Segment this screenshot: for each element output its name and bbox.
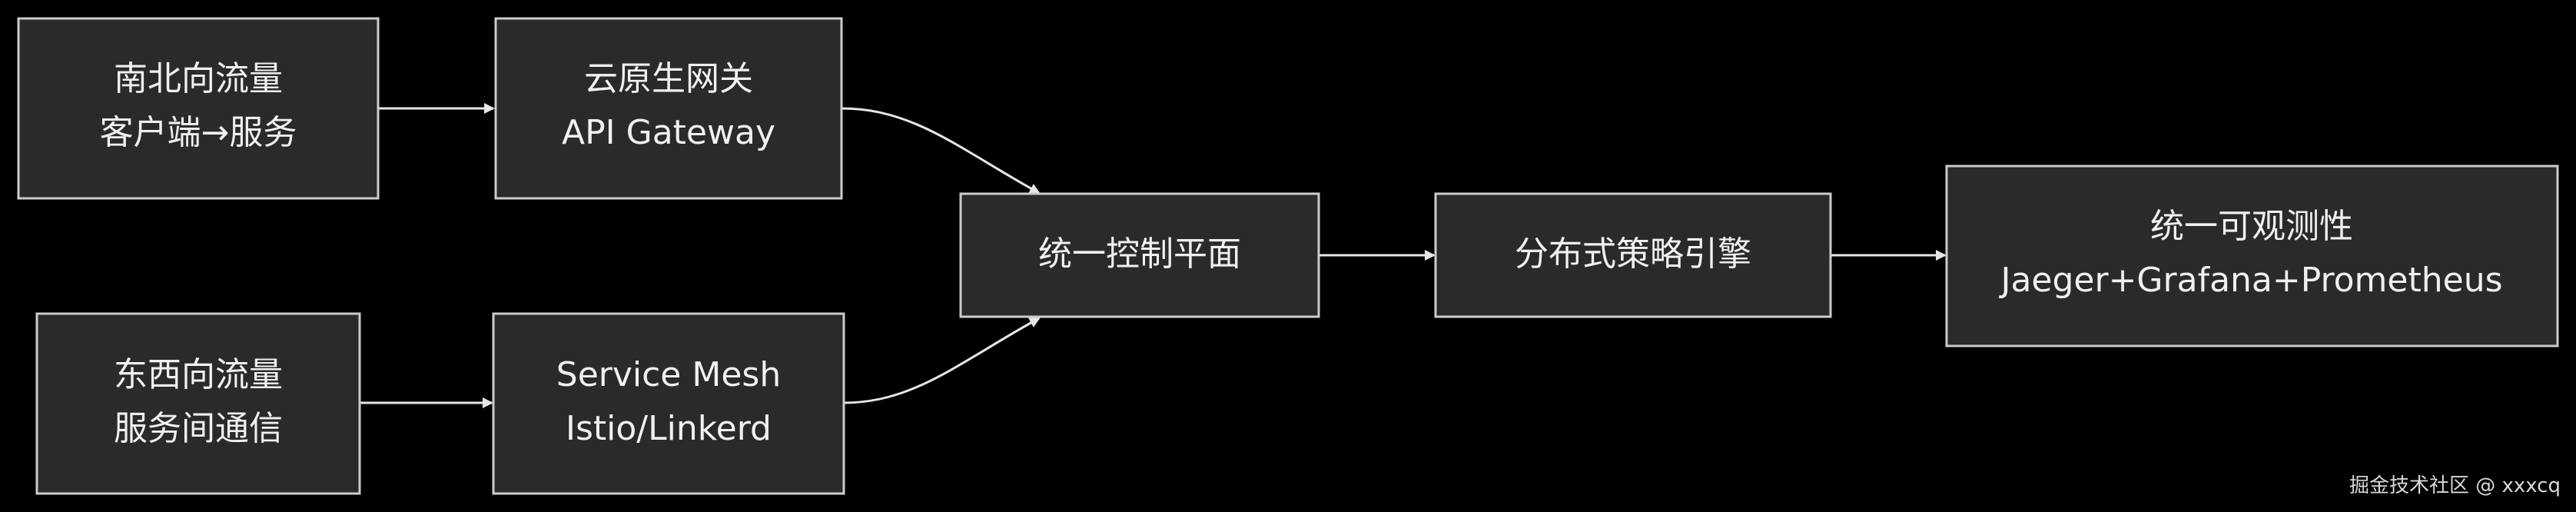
node-api-gateway-title: 云原生网关 [584,59,753,98]
node-api-gateway: 云原生网关 API Gateway [494,17,843,200]
node-observability-subtitle: Jaeger+Grafana+Prometheus [1998,261,2502,300]
node-east-west-title: 东西向流量 [114,355,283,394]
node-distributed-policy-engine: 分布式策略引擎 [1434,192,1832,318]
node-east-west-subtitle: 服务间通信 [114,409,283,448]
node-unified-control-plane: 统一控制平面 [959,192,1320,318]
node-control-plane-title: 统一控制平面 [1038,234,1241,274]
node-api-gateway-subtitle: API Gateway [562,113,775,152]
node-north-south-subtitle: 客户端→服务 [100,113,297,152]
node-observability-title: 统一可观测性 [2150,207,2353,246]
node-policy-engine-title: 分布式策略引擎 [1515,234,1751,274]
node-service-mesh-subtitle: Istio/Linkerd [566,409,772,448]
node-service-mesh-title: Service Mesh [556,355,781,394]
node-unified-observability: 统一可观测性 Jaeger+Grafana+Prometheus [1945,165,2559,347]
node-east-west-traffic: 东西向流量 服务间通信 [35,312,361,495]
node-north-south-title: 南北向流量 [114,59,283,98]
edge-mesh-to-control [843,317,1041,404]
node-north-south-traffic: 南北向流量 客户端→服务 [17,17,380,200]
edge-gateway-to-control [841,107,1041,194]
node-service-mesh: Service Mesh Istio/Linkerd [492,312,845,495]
watermark: 掘金技术社区 @ xxxcq [2349,474,2561,497]
